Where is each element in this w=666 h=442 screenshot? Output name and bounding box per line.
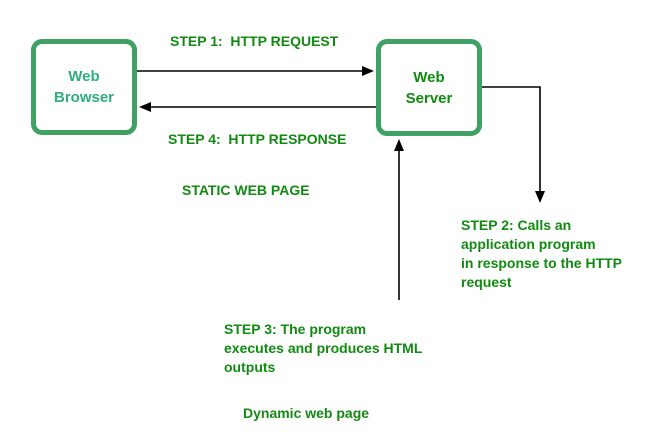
static-web-page-label: STATIC WEB PAGE	[182, 182, 310, 198]
dynamic-web-page-label: Dynamic web page	[243, 405, 370, 421]
step2-description-label: STEP 2: Calls an application program in …	[461, 217, 623, 290]
step1-http-request-label: STEP 1: HTTP REQUEST	[170, 33, 339, 49]
step4-http-response-label: STEP 4: HTTP RESPONSE	[168, 131, 347, 147]
step2-call-program-arrow	[482, 86, 545, 203]
step3-description-label: STEP 3: The program executes and produce…	[224, 321, 423, 375]
web-browser-node: Web Browser	[31, 39, 137, 135]
web-server-node: Web Server	[376, 39, 482, 136]
web-server-label: Web Server	[405, 68, 453, 107]
web-browser-label: Web Browser	[53, 68, 115, 106]
